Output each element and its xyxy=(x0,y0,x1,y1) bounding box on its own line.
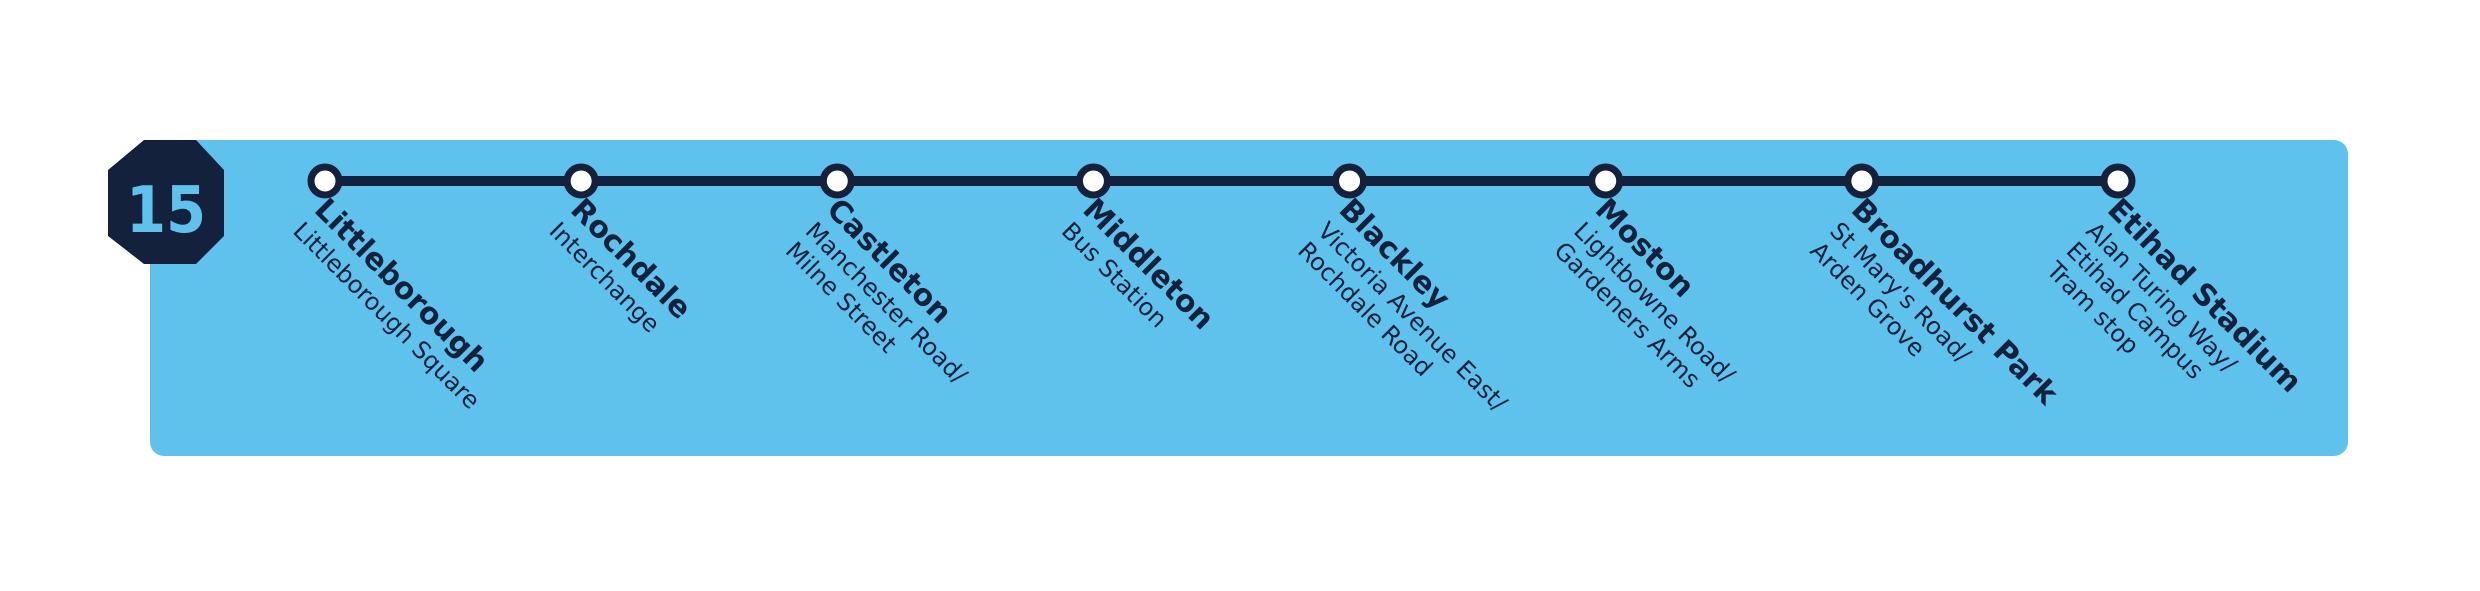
stop-marker xyxy=(1588,163,1624,199)
stop-marker xyxy=(563,163,599,199)
stop-marker xyxy=(1075,163,1111,199)
route-badge: 15 xyxy=(108,140,224,264)
stop-marker xyxy=(819,163,855,199)
route-band xyxy=(150,140,2348,456)
stop-marker xyxy=(1332,163,1368,199)
stop-marker xyxy=(307,163,343,199)
stop-marker xyxy=(1844,163,1880,199)
route-number: 15 xyxy=(126,174,206,248)
stop-marker xyxy=(2100,163,2136,199)
hexagon-badge-icon xyxy=(108,140,224,264)
